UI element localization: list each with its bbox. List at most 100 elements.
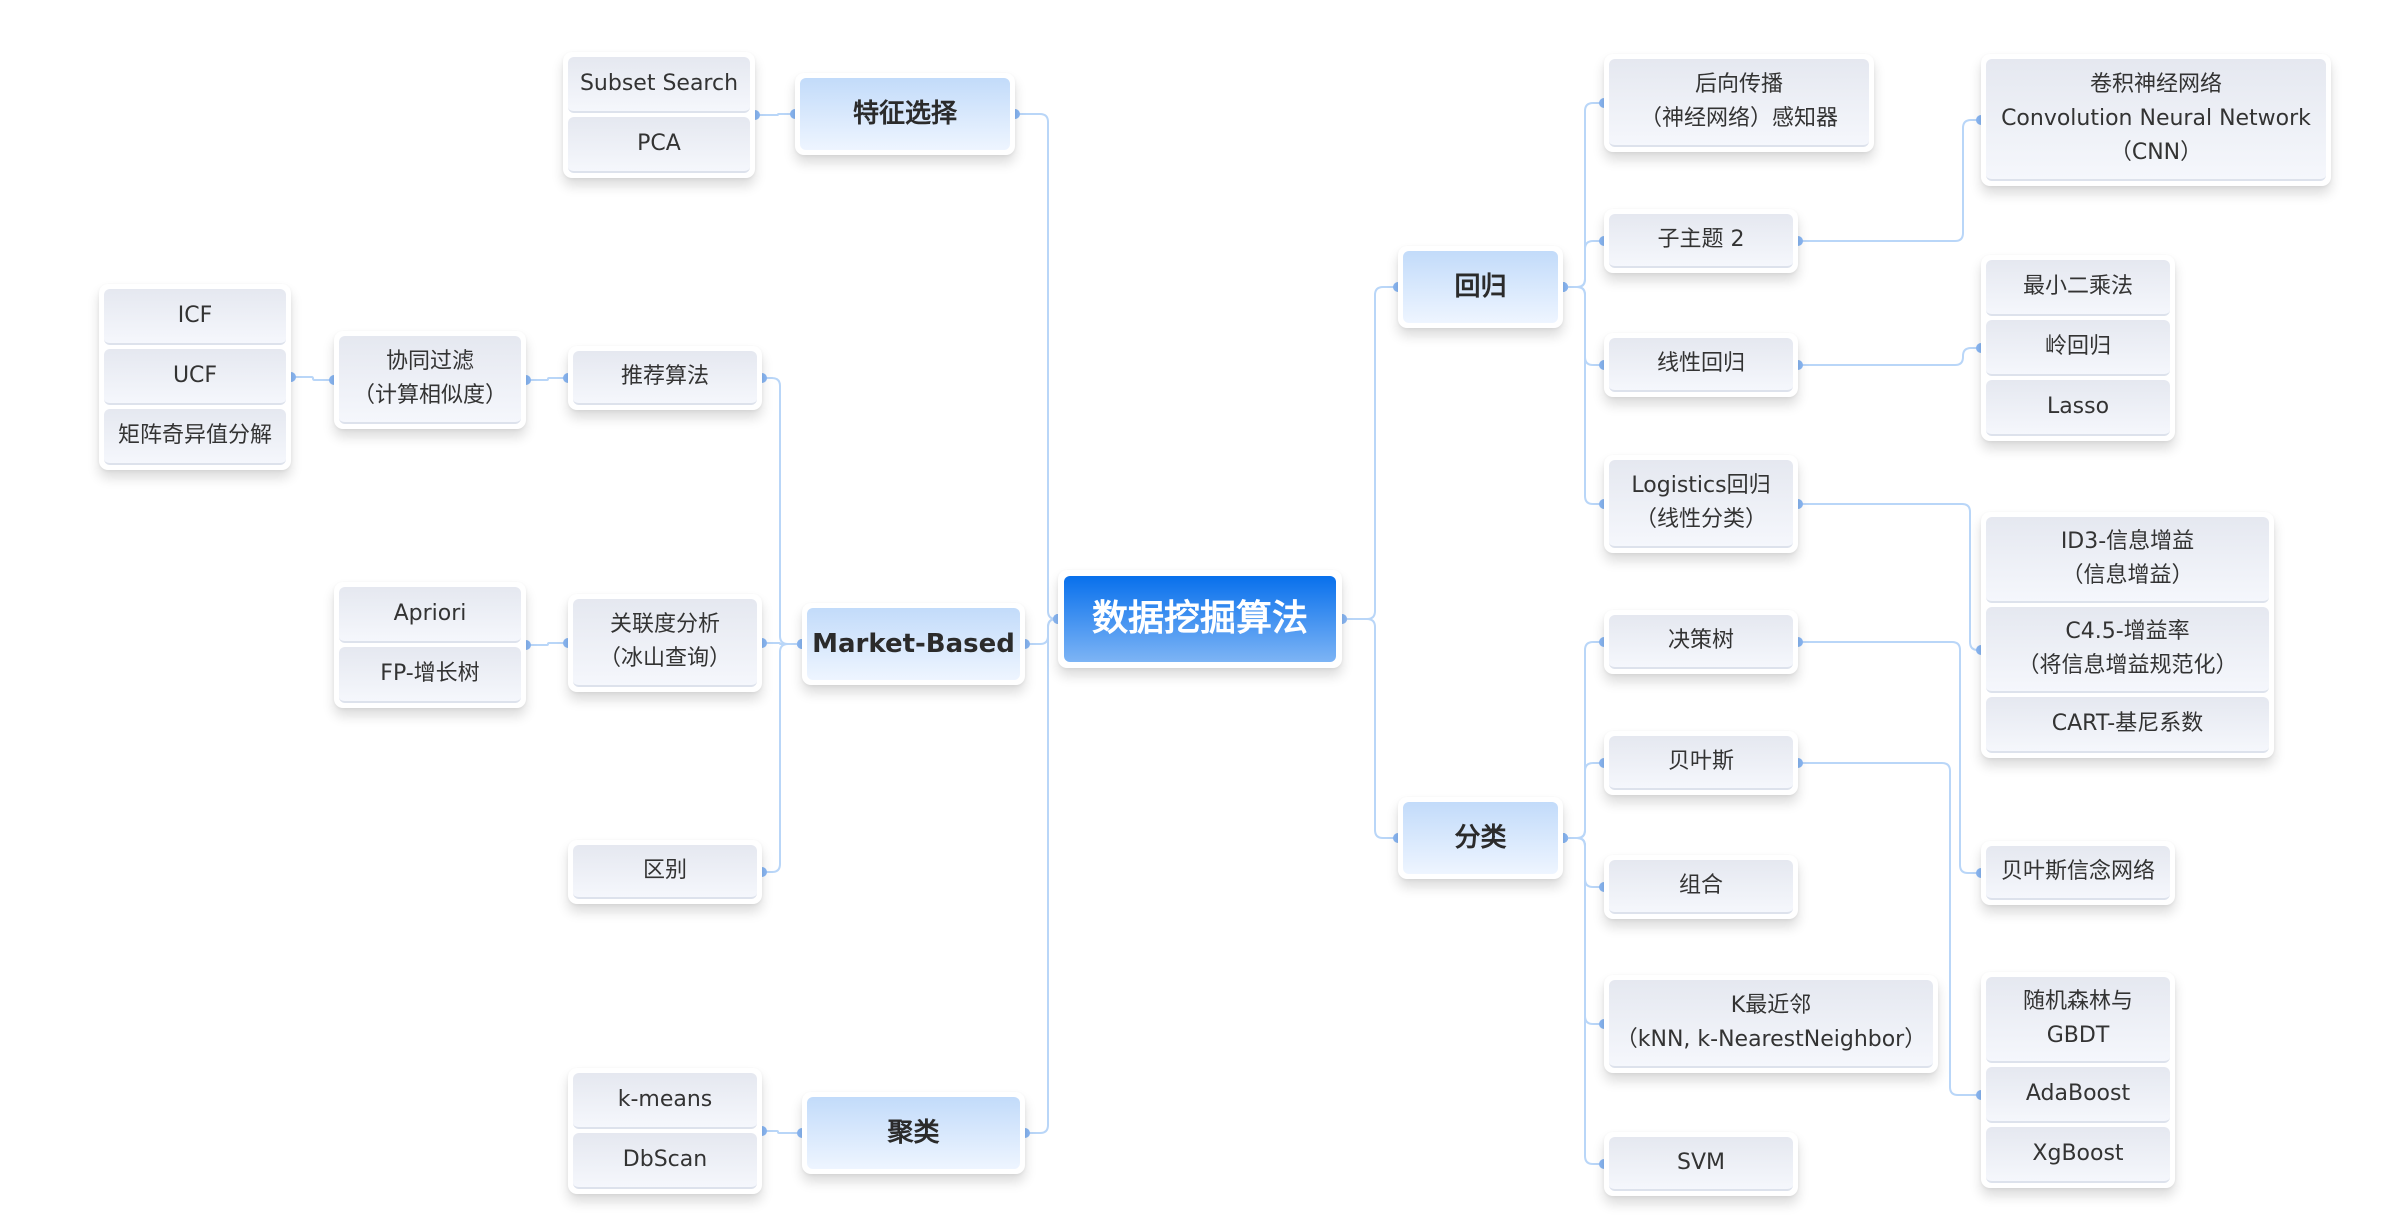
topic-cell[interactable]: SVM: [1609, 1137, 1793, 1191]
connector-line: [1563, 286, 1604, 366]
topic-cell[interactable]: 回归: [1403, 251, 1558, 323]
topic-svm[interactable]: SVM: [1604, 1132, 1798, 1196]
topic-label: （线性分类）: [1634, 507, 1767, 532]
connector-line: [755, 113, 795, 116]
topic-label: 聚类: [887, 1118, 940, 1148]
topic-label: Convolution Neural Network: [2001, 106, 2311, 131]
topic-cell[interactable]: 决策树: [1609, 615, 1793, 669]
connector-line: [762, 377, 802, 645]
topic-cell[interactable]: XgBoost: [1986, 1127, 2170, 1183]
topic-cell[interactable]: Market-Based: [807, 608, 1020, 680]
main-topic-clus[interactable]: 聚类: [802, 1092, 1025, 1174]
topic-label: 贝叶斯信念网络: [2000, 859, 2155, 884]
topic-label: （冰山查询）: [598, 646, 731, 671]
topic-cell[interactable]: CART-基尼系数: [1986, 697, 2269, 753]
topic-cell[interactable]: 最小二乘法: [1986, 260, 2170, 316]
topic-cell[interactable]: ICF: [104, 289, 286, 345]
main-topic-cls[interactable]: 分类: [1398, 797, 1563, 879]
topic-cell[interactable]: K最近邻（kNN, k-NearestNeighbor）: [1609, 980, 1933, 1068]
topic-cell[interactable]: 后向传播（神经网络）感知器: [1609, 59, 1869, 147]
topic-sub2[interactable]: 子主题 2: [1604, 209, 1798, 273]
topic-cell[interactable]: 分类: [1403, 802, 1558, 874]
topic-dt[interactable]: 决策树: [1604, 610, 1798, 674]
topic-label: 特征选择: [852, 99, 957, 129]
topic-cell[interactable]: 特征选择: [800, 78, 1010, 150]
topic-cf[interactable]: 协同过滤（计算相似度）: [334, 331, 526, 429]
topic-cell[interactable]: C4.5-增益率（将信息增益规范化）: [1986, 607, 2269, 693]
topic-cell[interactable]: 数据挖掘算法: [1064, 576, 1336, 662]
connector-line: [1563, 641, 1604, 839]
topic-label: Lasso: [2046, 394, 2110, 419]
topic-cell[interactable]: Logistics回归 （线性分类）: [1609, 460, 1793, 548]
topic-label: PCA: [637, 131, 681, 156]
topic-bay[interactable]: 贝叶斯: [1604, 731, 1798, 795]
topic-cell[interactable]: 聚类: [807, 1097, 1020, 1169]
connector-line: [526, 377, 568, 381]
topic-cell[interactable]: ID3-信息增益（信息增益）: [1986, 517, 2269, 603]
topic-label: FP-增长树: [380, 661, 480, 686]
topic-label: 贝叶斯: [1667, 749, 1734, 774]
topic-label: Logistics回归: [1631, 473, 1771, 498]
topic-cell[interactable]: 随机森林与 GBDT: [1986, 977, 2170, 1063]
connector-line: [1798, 641, 1981, 874]
main-topic-feat[interactable]: 特征选择: [795, 73, 1015, 155]
connector-line: [1342, 618, 1398, 839]
topic-label: CART-基尼系数: [2051, 711, 2204, 736]
topic-cell[interactable]: k-means: [573, 1073, 757, 1129]
topic-knn[interactable]: K最近邻（kNN, k-NearestNeighbor）: [1604, 975, 1938, 1073]
topic-cell[interactable]: 协同过滤（计算相似度）: [339, 336, 521, 424]
topic-bbn[interactable]: 贝叶斯信念网络: [1981, 841, 2175, 905]
connector-line: [762, 642, 802, 645]
topic-lsq[interactable]: 最小二乘法岭回归 Lasso: [1981, 255, 2175, 441]
topic-diff[interactable]: 区别: [568, 840, 762, 904]
topic-cell[interactable]: UCF: [104, 349, 286, 405]
topic-cell[interactable]: AdaBoost: [1986, 1067, 2170, 1123]
topic-label: GBDT: [2046, 1023, 2110, 1048]
topic-cell[interactable]: 贝叶斯信念网络: [1986, 846, 2170, 900]
topic-label: ID3-信息增益: [2060, 529, 2195, 554]
topic-label: （CNN）: [2109, 140, 2203, 165]
topic-lin[interactable]: 线性回归: [1604, 333, 1798, 397]
topic-label: （神经网络）感知器: [1639, 106, 1838, 131]
topic-cell[interactable]: 线性回归: [1609, 338, 1793, 392]
topic-cell[interactable]: Apriori: [339, 587, 521, 643]
main-topic-reg[interactable]: 回归: [1398, 246, 1563, 328]
topic-rec[interactable]: 推荐算法: [568, 346, 762, 410]
topic-cell[interactable]: PCA: [568, 117, 750, 173]
main-topic-market[interactable]: Market-Based: [802, 603, 1025, 685]
topic-cell[interactable]: 组合: [1609, 860, 1793, 914]
topic-label: Subset Search: [579, 71, 739, 96]
topic-label: 随机森林与: [2022, 989, 2133, 1014]
topic-cell[interactable]: 推荐算法: [573, 351, 757, 405]
topic-cell[interactable]: Subset Search: [568, 57, 750, 113]
topic-cell[interactable]: 关联度分析 （冰山查询）: [573, 599, 757, 687]
topic-cell[interactable]: 子主题 2: [1609, 214, 1793, 268]
topic-bp[interactable]: 后向传播（神经网络）感知器: [1604, 54, 1874, 152]
topic-id3[interactable]: ID3-信息增益（信息增益）C4.5-增益率（将信息增益规范化） CART-基尼系…: [1981, 512, 2274, 758]
topic-label: （计算相似度）: [352, 383, 507, 408]
topic-cell[interactable]: Lasso: [1986, 380, 2170, 436]
topic-label: 岭回归: [2044, 334, 2111, 359]
root-topic[interactable]: 数据挖掘算法: [1058, 570, 1342, 668]
topic-cell[interactable]: DbScan: [573, 1133, 757, 1189]
connector-line: [526, 642, 568, 646]
topic-cell[interactable]: 岭回归: [1986, 320, 2170, 376]
topic-cell[interactable]: 贝叶斯: [1609, 736, 1793, 790]
topic-log[interactable]: Logistics回归 （线性分类）: [1604, 455, 1798, 553]
topic-assoc[interactable]: 关联度分析 （冰山查询）: [568, 594, 762, 692]
topic-label: 关联度分析: [609, 612, 720, 637]
topic-comb[interactable]: 组合: [1604, 855, 1798, 919]
topic-label: 子主题 2: [1657, 227, 1745, 252]
topic-cell[interactable]: 区别: [573, 845, 757, 899]
connector-line: [1798, 503, 1981, 651]
topic-label: 最小二乘法: [2022, 274, 2133, 299]
topic-cell[interactable]: 矩阵奇异值分解: [104, 409, 286, 465]
topic-cell[interactable]: FP-增长树: [339, 647, 521, 703]
